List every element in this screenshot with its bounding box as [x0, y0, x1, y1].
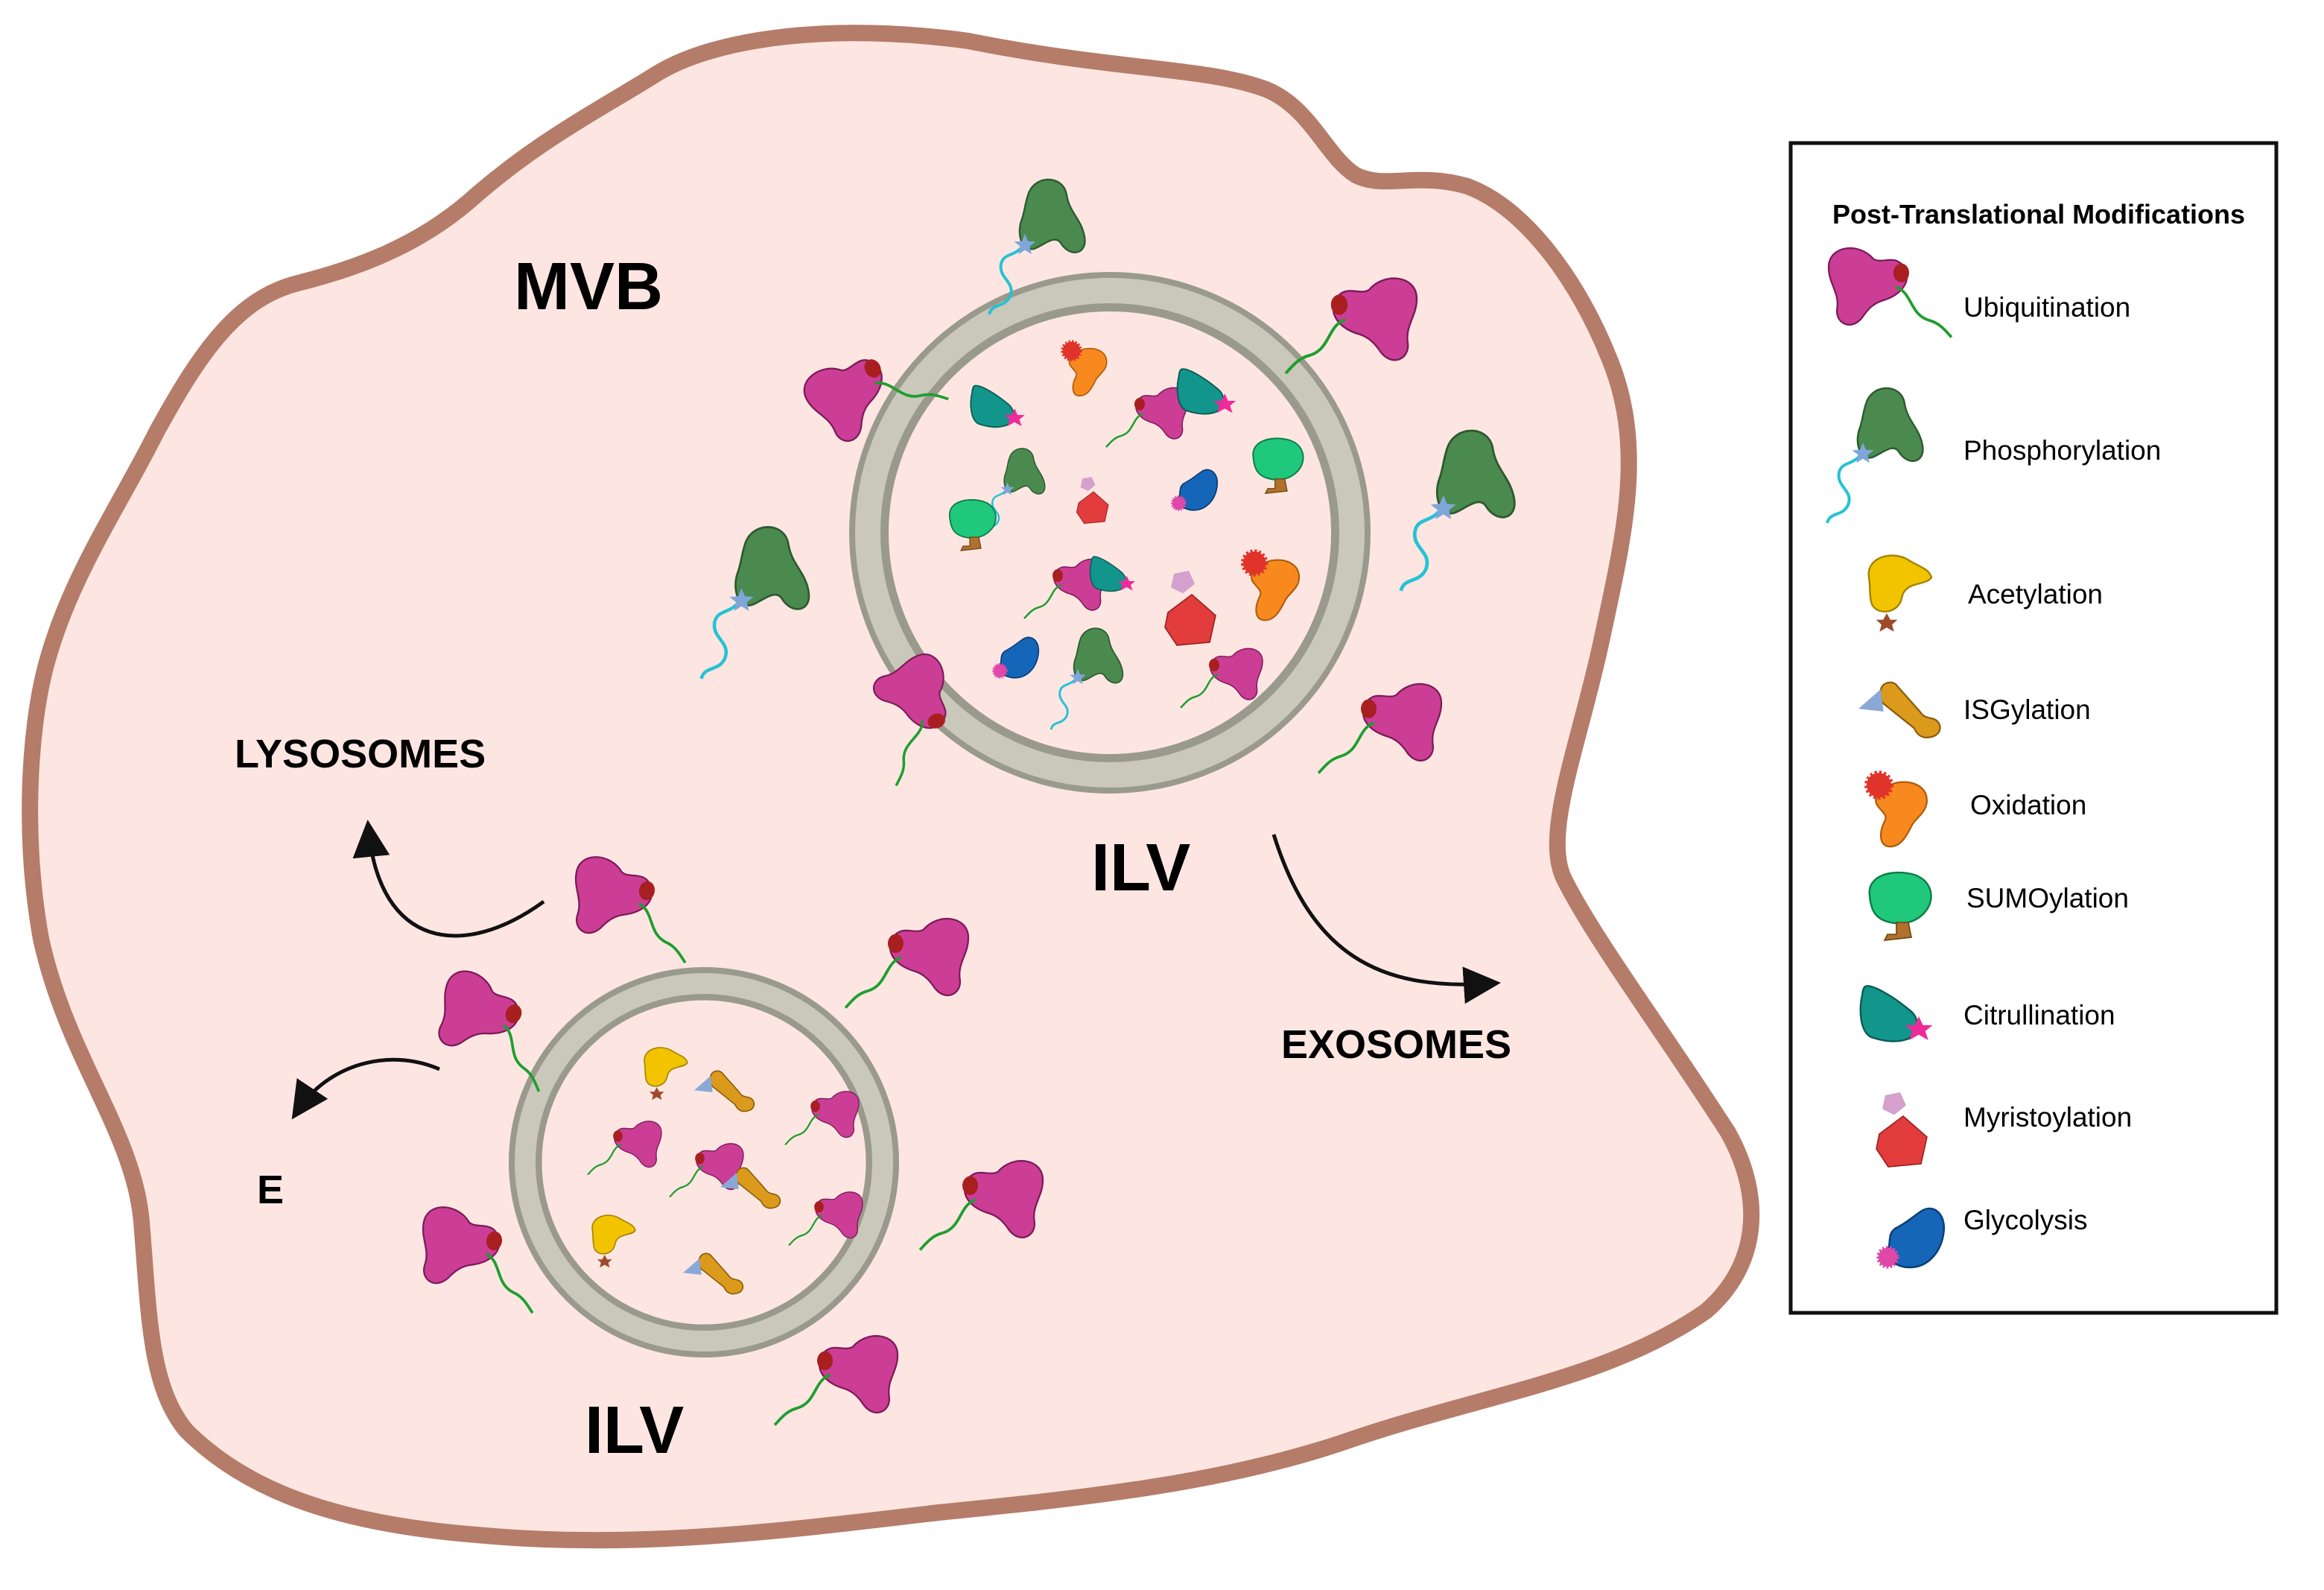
arrow-to-exosomes	[1271, 834, 1501, 1004]
mvb-label: MVB	[514, 250, 663, 324]
legend-item-label: SUMOylation	[1966, 883, 2129, 913]
legend-item-label: Oxidation	[1970, 790, 2086, 820]
legend-frame	[1788, 141, 2279, 1315]
arrow-to-e	[291, 1057, 440, 1120]
ilv-small-label: ILV	[585, 1393, 684, 1468]
lysosomes-label: LYSOSOMES	[235, 732, 486, 776]
legend-item-label: Glycolysis	[1963, 1205, 2088, 1235]
legend-item-label: ISGylation	[1963, 694, 2091, 725]
e-label: E	[257, 1168, 284, 1212]
mvb-membrane	[22, 25, 1760, 1549]
legend-item-label: Myristoylation	[1963, 1102, 2132, 1133]
legend-item-label: Phosphorylation	[1963, 435, 2161, 466]
legend: Post-Translational Modifications Ubiquit…	[1788, 141, 2279, 1315]
arrow-to-lysosomes	[352, 820, 545, 938]
ilv-large-label: ILV	[1091, 831, 1190, 905]
legend-item-label: Acetylation	[1968, 579, 2103, 609]
legend-item-label: Citrullination	[1963, 1000, 2115, 1030]
exosomes-label: EXOSOMES	[1281, 1022, 1511, 1067]
legend-item-label: Ubiquitination	[1963, 292, 2130, 323]
legend-title: Post-Translational Modifications	[1832, 199, 2245, 229]
